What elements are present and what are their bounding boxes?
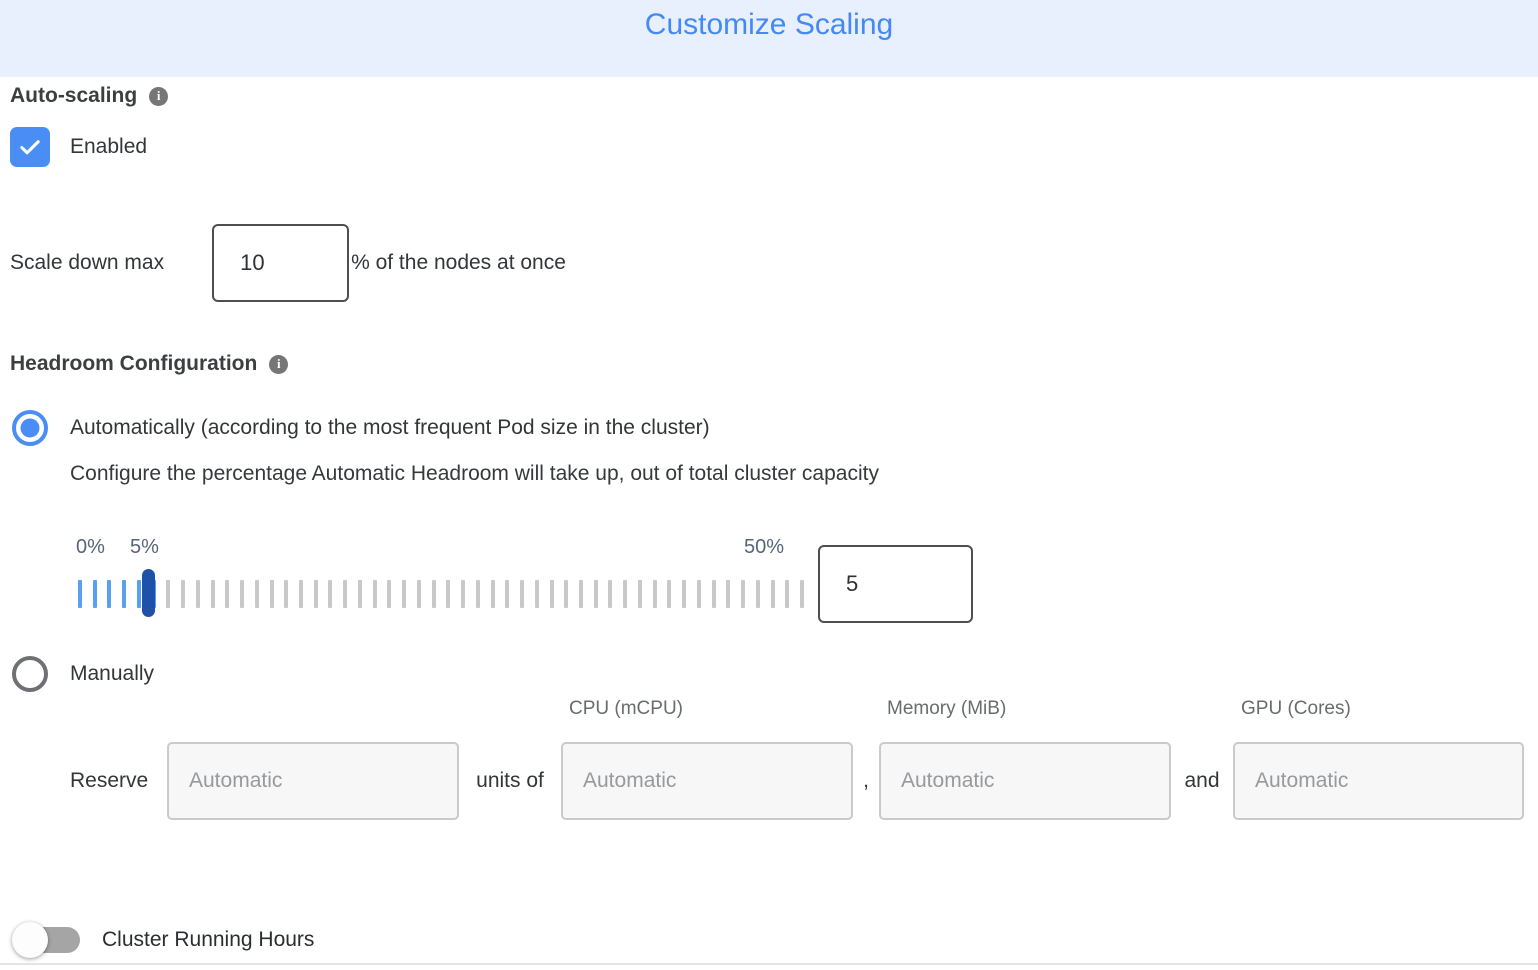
automatic-radio-button[interactable] bbox=[12, 410, 48, 446]
cluster-running-hours-toggle[interactable] bbox=[10, 918, 84, 962]
slider-tick bbox=[299, 580, 304, 608]
slider-tick bbox=[490, 580, 495, 608]
slider-tick bbox=[240, 580, 245, 608]
slider-tick bbox=[284, 580, 289, 608]
reserve-units-input[interactable] bbox=[167, 742, 459, 820]
memory-column-header: Memory (MiB) bbox=[887, 698, 1007, 719]
info-icon[interactable]: i bbox=[149, 86, 169, 106]
page-title: Customize Scaling bbox=[644, 8, 894, 41]
manually-radio-button[interactable] bbox=[12, 656, 48, 692]
slider-tick bbox=[564, 580, 569, 608]
slider-tick bbox=[799, 580, 804, 608]
slider-tick bbox=[402, 580, 407, 608]
automatic-radio-label: Automatically (according to the most fre… bbox=[70, 416, 710, 439]
slider-tick bbox=[372, 580, 377, 608]
slider-tick bbox=[608, 580, 613, 608]
info-icon[interactable]: i bbox=[269, 354, 289, 374]
slider-max-label: 50% bbox=[744, 536, 785, 558]
scale-down-max-input[interactable] bbox=[212, 224, 350, 302]
enabled-checkbox-label: Enabled bbox=[70, 135, 148, 158]
reserve-gpu-input[interactable] bbox=[1233, 742, 1524, 820]
slider-tick bbox=[652, 580, 657, 608]
automatic-headroom-description: Configure the percentage Automatic Headr… bbox=[70, 462, 879, 485]
slider-tick bbox=[741, 580, 746, 608]
cluster-running-hours-label: Cluster Running Hours bbox=[102, 928, 315, 951]
headroom-section-header: Headroom Configuration i bbox=[10, 352, 289, 376]
headroom-configuration-label: Headroom Configuration bbox=[10, 352, 258, 375]
slider-tick bbox=[387, 580, 392, 608]
slider-tick bbox=[122, 580, 127, 608]
reserve-label: Reserve bbox=[70, 769, 149, 792]
cluster-running-hours-row: Cluster Running Hours bbox=[10, 918, 314, 962]
cpu-column-header: CPU (mCPU) bbox=[569, 698, 683, 719]
slider-tick bbox=[166, 580, 171, 608]
page-header: Customize Scaling bbox=[0, 0, 1538, 77]
reserve-cpu-input[interactable] bbox=[561, 742, 853, 820]
gpu-column-header: GPU (Cores) bbox=[1241, 698, 1351, 719]
and-label: and bbox=[1184, 769, 1220, 792]
auto-scaling-enabled-row: Enabled bbox=[10, 127, 147, 167]
slider-tick bbox=[254, 580, 259, 608]
slider-handle[interactable] bbox=[142, 569, 155, 617]
headroom-percentage-input[interactable] bbox=[818, 545, 973, 623]
slider-tick bbox=[431, 580, 436, 608]
slider-tick bbox=[578, 580, 583, 608]
slider-tick bbox=[593, 580, 598, 608]
slider-tick bbox=[770, 580, 775, 608]
slider-tick bbox=[461, 580, 466, 608]
slider-tick bbox=[682, 580, 687, 608]
bottom-divider bbox=[0, 963, 1538, 965]
slider-tick bbox=[313, 580, 318, 608]
scale-down-row: Scale down max % of the nodes at once bbox=[10, 224, 566, 302]
slider-tick bbox=[328, 580, 333, 608]
slider-current-label: 5% bbox=[130, 536, 159, 558]
slider-tick bbox=[520, 580, 525, 608]
slider-tick bbox=[416, 580, 421, 608]
slider-tick bbox=[210, 580, 215, 608]
slider-tick bbox=[475, 580, 480, 608]
slider-tick bbox=[726, 580, 731, 608]
headroom-manual-option: Manually bbox=[12, 656, 154, 692]
slider-tick bbox=[637, 580, 642, 608]
slider-tick bbox=[446, 580, 451, 608]
reserve-memory-input[interactable] bbox=[879, 742, 1171, 820]
slider-tick bbox=[195, 580, 200, 608]
slider-tick bbox=[357, 580, 362, 608]
slider-tick bbox=[78, 580, 82, 608]
slider-tick bbox=[534, 580, 539, 608]
manually-radio-label: Manually bbox=[70, 662, 155, 685]
headroom-slider[interactable] bbox=[78, 569, 804, 617]
slider-tick bbox=[343, 580, 348, 608]
units-of-label: units of bbox=[476, 769, 544, 792]
slider-tick bbox=[505, 580, 510, 608]
slider-tick bbox=[623, 580, 628, 608]
slider-tick bbox=[711, 580, 716, 608]
checkmark-icon bbox=[16, 133, 44, 161]
slider-tick bbox=[136, 580, 141, 608]
slider-tick bbox=[755, 580, 760, 608]
auto-scaling-label: Auto-scaling bbox=[10, 84, 138, 107]
slider-tick bbox=[225, 580, 230, 608]
headroom-automatic-option: Automatically (according to the most fre… bbox=[12, 410, 710, 446]
toggle-knob[interactable] bbox=[12, 922, 48, 958]
enabled-checkbox[interactable] bbox=[10, 127, 50, 167]
slider-tick bbox=[92, 580, 97, 608]
slider-tick bbox=[785, 580, 790, 608]
slider-tick bbox=[107, 580, 112, 608]
slider-tick bbox=[696, 580, 701, 608]
slider-tick bbox=[549, 580, 554, 608]
slider-tick bbox=[181, 580, 186, 608]
scale-down-prefix-label: Scale down max bbox=[10, 251, 165, 274]
slider-tick bbox=[667, 580, 672, 608]
scale-down-suffix-label: % of the nodes at once bbox=[351, 251, 566, 274]
auto-scaling-section-header: Auto-scaling i bbox=[10, 84, 169, 108]
slider-min-label: 0% bbox=[76, 536, 105, 558]
slider-tick bbox=[269, 580, 274, 608]
comma-label: , bbox=[863, 769, 869, 792]
